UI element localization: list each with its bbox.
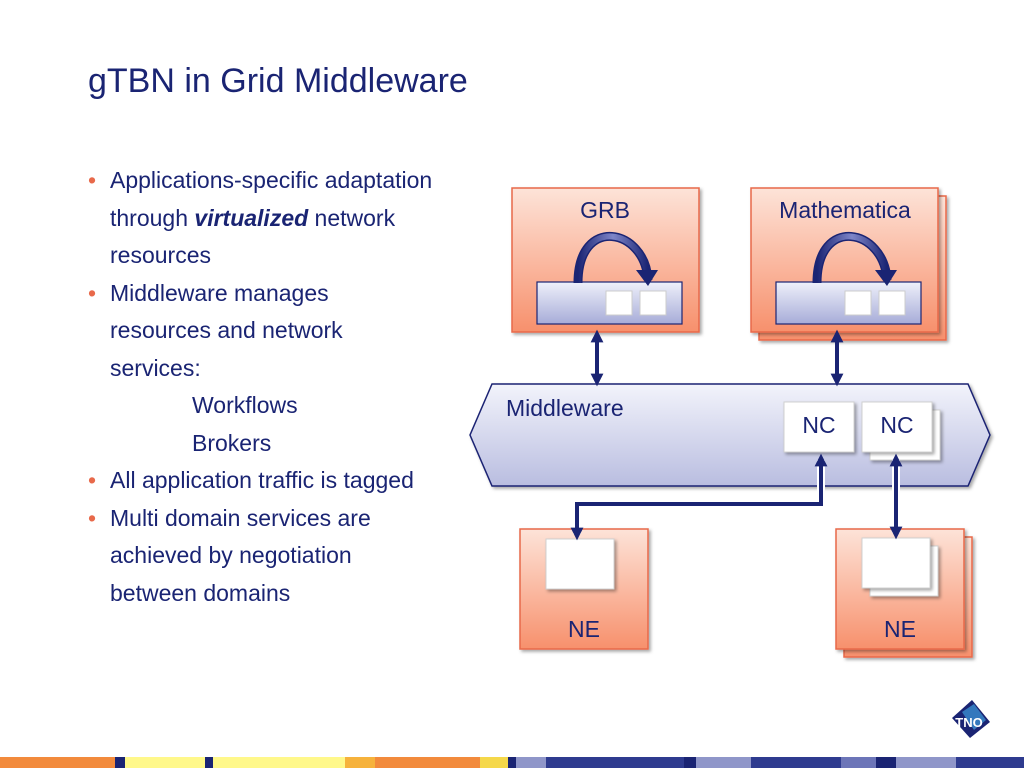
bullet-text: Middleware manages xyxy=(110,279,329,306)
mathematica-port xyxy=(878,290,906,316)
nc-left-box xyxy=(783,401,855,453)
bullet-marker: • xyxy=(88,167,97,193)
bullet-text-line: resources and network xyxy=(88,312,508,350)
connectors xyxy=(570,329,903,541)
ne-left-box: NE xyxy=(519,528,649,650)
bullet-text: resources xyxy=(110,242,211,268)
ne-left-label: NE xyxy=(568,616,600,642)
grb-port xyxy=(639,290,667,316)
footer-color-bar xyxy=(0,757,1024,768)
slide-title: gTBN in Grid Middleware xyxy=(88,62,468,100)
bullet-text-line: between domains xyxy=(88,575,508,613)
bullet-text-line: services: xyxy=(88,350,508,388)
bullet-text: Applications-specific adaptation xyxy=(110,167,433,193)
sub-bullet-item: Workflows xyxy=(88,387,508,425)
grb-loop-arrowhead xyxy=(636,270,658,286)
emphasis-virtualized: virtualized xyxy=(194,204,309,231)
bullet-text: Multi domain services are xyxy=(110,504,371,531)
grb-box: GRB xyxy=(511,187,700,333)
bullet-text: through xyxy=(110,204,195,231)
bullet-text-line: resources xyxy=(88,237,508,275)
sub-bullet-text: Brokers xyxy=(192,429,272,456)
bullet-item: • Applications-specific adaptation xyxy=(88,162,508,200)
bullet-text: All application traffic is tagged xyxy=(110,467,414,493)
bullet-text-line: through virtualized network xyxy=(88,200,508,238)
bullet-marker: • xyxy=(88,279,97,306)
bullet-text-line: achieved by negotiation xyxy=(88,537,508,575)
sub-bullet-text: Workflows xyxy=(192,392,298,418)
mathematica-loop-arrowhead xyxy=(875,270,897,286)
ne-right-inner-box xyxy=(861,537,931,589)
bullet-text: services: xyxy=(110,354,201,381)
nc-right-label: NC xyxy=(880,412,913,438)
grb-label: GRB xyxy=(580,197,630,223)
bullet-text: network xyxy=(308,204,396,231)
bullet-list: • Applications-specific adaptation throug… xyxy=(88,162,508,612)
mathematica-loop-arrow xyxy=(814,233,890,284)
bullet-marker: • xyxy=(88,504,97,531)
tno-logo: TNO xyxy=(952,700,990,738)
middleware-label: Middleware xyxy=(506,395,624,421)
bullet-text: between domains xyxy=(110,579,291,606)
nc-ne-left-connector xyxy=(570,453,828,541)
bullet-text: achieved by negotiation xyxy=(110,542,352,568)
sub-bullet-item: Brokers xyxy=(88,425,508,463)
nc-right-box xyxy=(861,401,933,453)
bullet-item: • All application traffic is tagged xyxy=(88,462,508,500)
bullet-text: resources and network xyxy=(110,317,343,343)
grb-port xyxy=(605,290,633,316)
mathematica-box: Mathematica xyxy=(750,187,947,341)
mathematica-port xyxy=(844,290,872,316)
ne-left-inner-box xyxy=(545,538,615,590)
middleware-layer: Middleware NC NC xyxy=(469,383,991,487)
tno-logo-text: TNO xyxy=(955,715,982,730)
nc-left-label: NC xyxy=(802,412,835,438)
bullet-marker: • xyxy=(88,467,97,493)
mathematica-label: Mathematica xyxy=(779,197,911,223)
ne-right-box: NE xyxy=(835,528,973,658)
bullet-item: • Multi domain services are xyxy=(88,500,508,538)
grb-loop-arrow xyxy=(575,233,651,284)
ne-right-label: NE xyxy=(884,616,916,642)
bullet-item: • Middleware manages xyxy=(88,275,508,313)
